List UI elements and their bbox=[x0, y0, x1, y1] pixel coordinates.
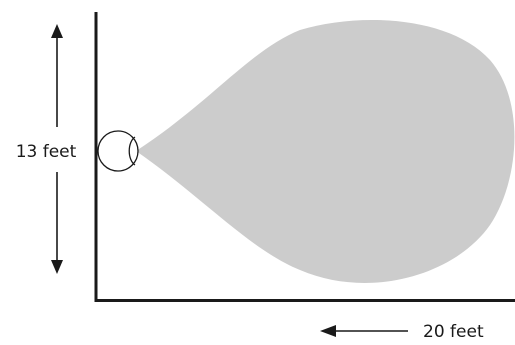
height-label: 13 feet bbox=[16, 142, 77, 162]
width-label: 20 feet bbox=[423, 322, 484, 342]
coverage-area bbox=[136, 19, 515, 283]
height-dimension-arrow bbox=[51, 24, 63, 274]
sensor-icon bbox=[97, 130, 139, 172]
width-dimension-arrow bbox=[320, 325, 408, 337]
